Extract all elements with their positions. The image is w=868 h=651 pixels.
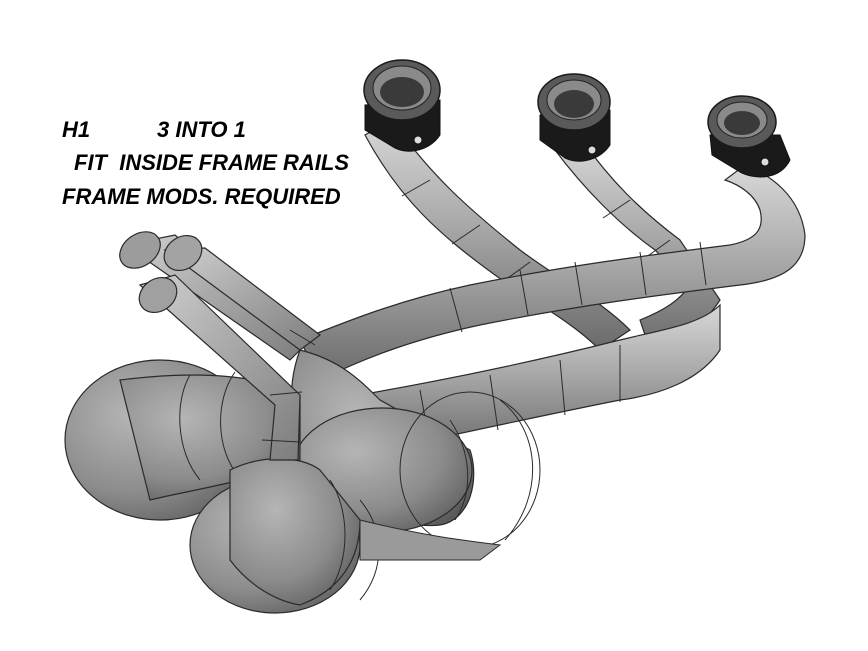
frame-mods-note: FRAME MODS. REQUIRED xyxy=(62,184,341,209)
header-pipe-3 xyxy=(299,164,806,381)
collector-cone-1 xyxy=(290,349,541,549)
collector-cone-3 xyxy=(189,458,502,614)
exhaust-port-flange-1 xyxy=(363,59,441,152)
model-label: H1 xyxy=(62,117,91,142)
exhaust-port-flange-3 xyxy=(707,95,791,178)
exhaust-port-flange-2 xyxy=(537,73,611,162)
configuration-label: 3 INTO 1 xyxy=(157,117,246,142)
outlet-tube-2 xyxy=(163,234,321,351)
outlet-tube-3 xyxy=(138,274,303,461)
fit-note: FIT INSIDE FRAME RAILS xyxy=(74,150,349,175)
collector-cone-2 xyxy=(64,359,301,521)
